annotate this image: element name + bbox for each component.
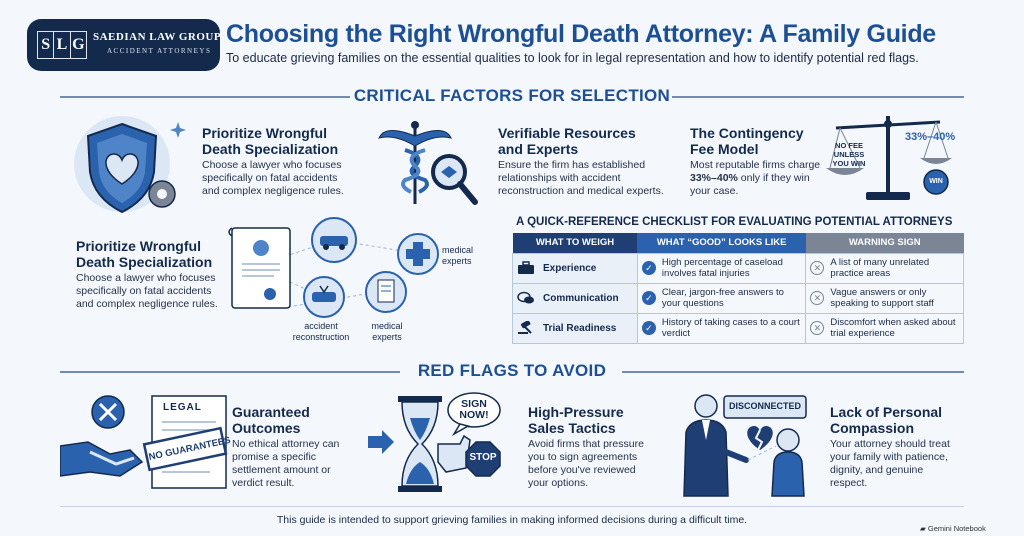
table-row: Trial Readiness ✓History of taking cases… xyxy=(512,312,964,344)
check-icon: ✓ xyxy=(641,261,656,275)
logo-name: SAEDIAN LAW GROUP xyxy=(93,31,222,43)
notebook-badge: ▰ Gemini Notebook xyxy=(920,524,986,533)
logo-monogram: S L G xyxy=(37,31,87,59)
x-icon: ✕ xyxy=(810,261,825,275)
x-icon: ✕ xyxy=(810,321,825,335)
handshake-no-guarantees-icon xyxy=(60,395,228,489)
balance-scale-icon xyxy=(826,116,952,200)
divider xyxy=(60,371,400,373)
table-header-row: WHAT TO WEIGH WHAT “GOOD” LOOKS LIKE WAR… xyxy=(512,233,964,253)
column-header: WARNING SIGN xyxy=(805,233,964,253)
red-flag-pressure-title: High-Pressure Sales Tactics xyxy=(528,404,624,436)
no-fee-label: NO FEE UNLESS YOU WIN xyxy=(832,141,866,168)
medical-experts-label-top: medical experts xyxy=(442,245,474,266)
factor-resources-desc: Ensure the firm has established relation… xyxy=(498,159,664,197)
page-subtitle: To educate grieving families on the esse… xyxy=(226,51,919,65)
divider xyxy=(60,506,964,507)
section-heading-critical: CRITICAL FACTORS FOR SELECTION xyxy=(353,86,671,105)
win-badge: WIN xyxy=(929,178,943,185)
caduceus-magnifier-icon xyxy=(378,121,478,205)
legal-doc-label: LEGAL xyxy=(163,402,202,413)
factor-specialization-desc: Choose a lawyer who focuses specifically… xyxy=(202,159,344,197)
factor-resources-title: Verifiable Resources and Experts xyxy=(498,125,636,157)
red-flag-guarantees-title: Guaranteed Outcomes xyxy=(232,404,310,436)
divider xyxy=(672,96,964,98)
table-row: Communication ✓Clear, jargon-free answer… xyxy=(512,282,964,314)
disconnected-attorney-icon xyxy=(683,394,807,497)
check-icon: ✓ xyxy=(641,321,656,335)
divider xyxy=(622,371,964,373)
speech-bubbles-icon xyxy=(517,291,534,304)
briefcase-icon xyxy=(518,261,534,274)
footer-note: This guide is intended to support grievi… xyxy=(276,514,748,526)
factor-specialization-repeat-title: Prioritize Wrongful Death Specialization xyxy=(76,238,213,270)
factor-contingency-title: The Contingency Fee Model xyxy=(690,125,804,157)
hourglass-stop-icon xyxy=(368,392,501,492)
shield-heart-icon xyxy=(74,116,186,214)
factor-specialization-title: Prioritize Wrongful Death Specialization xyxy=(202,125,339,157)
accident-reconstruction-label: accident reconstruction xyxy=(292,321,350,342)
factor-specialization-repeat-desc: Choose a lawyer who focuses specifically… xyxy=(76,272,218,310)
table-row: Experience ✓High percentage of caseload … xyxy=(512,252,964,284)
logo-tagline: ACCIDENT ATTORNEYS xyxy=(107,47,212,55)
red-flag-guarantees-desc: No ethical attorney can promise a specif… xyxy=(232,438,340,489)
divider xyxy=(60,96,350,98)
red-flag-pressure-desc: Avoid firms that pressure you to sign ag… xyxy=(528,438,644,489)
column-header: WHAT TO WEIGH xyxy=(512,233,638,253)
section-heading-red-flags: RED FLAGS TO AVOID xyxy=(417,361,607,380)
sign-now-bubble: SIGN NOW! xyxy=(459,398,489,421)
medical-experts-label-bottom: medical experts xyxy=(371,321,403,342)
checklist-title: A QUICK-REFERENCE CHECKLIST FOR EVALUATI… xyxy=(516,216,953,228)
gavel-icon xyxy=(518,321,532,334)
page-title: Choosing the Right Wrongful Death Attorn… xyxy=(226,20,936,48)
expert-network-illustration xyxy=(228,217,439,318)
factor-contingency-desc: Most reputable firms charge 33%–40% only… xyxy=(690,159,821,197)
checklist-table: WHAT TO WEIGH WHAT “GOOD” LOOKS LIKE WAR… xyxy=(512,233,964,344)
column-header: WHAT “GOOD” LOOKS LIKE xyxy=(637,233,806,253)
fee-percentage-label: 33%–40% xyxy=(905,131,956,143)
red-flag-compassion-title: Lack of Personal Compassion xyxy=(830,404,943,436)
firm-logo: S L G SAEDIAN LAW GROUP ACCIDENT ATTORNE… xyxy=(27,19,222,71)
notebook-icon: ▰ xyxy=(920,524,926,533)
red-flag-compassion-desc: Your attorney should treat your family w… xyxy=(830,438,950,489)
disconnected-sign: DISCONNECTED xyxy=(728,401,801,411)
check-icon: ✓ xyxy=(641,291,656,305)
stop-sign: STOP xyxy=(469,452,497,463)
x-icon: ✕ xyxy=(810,291,825,305)
